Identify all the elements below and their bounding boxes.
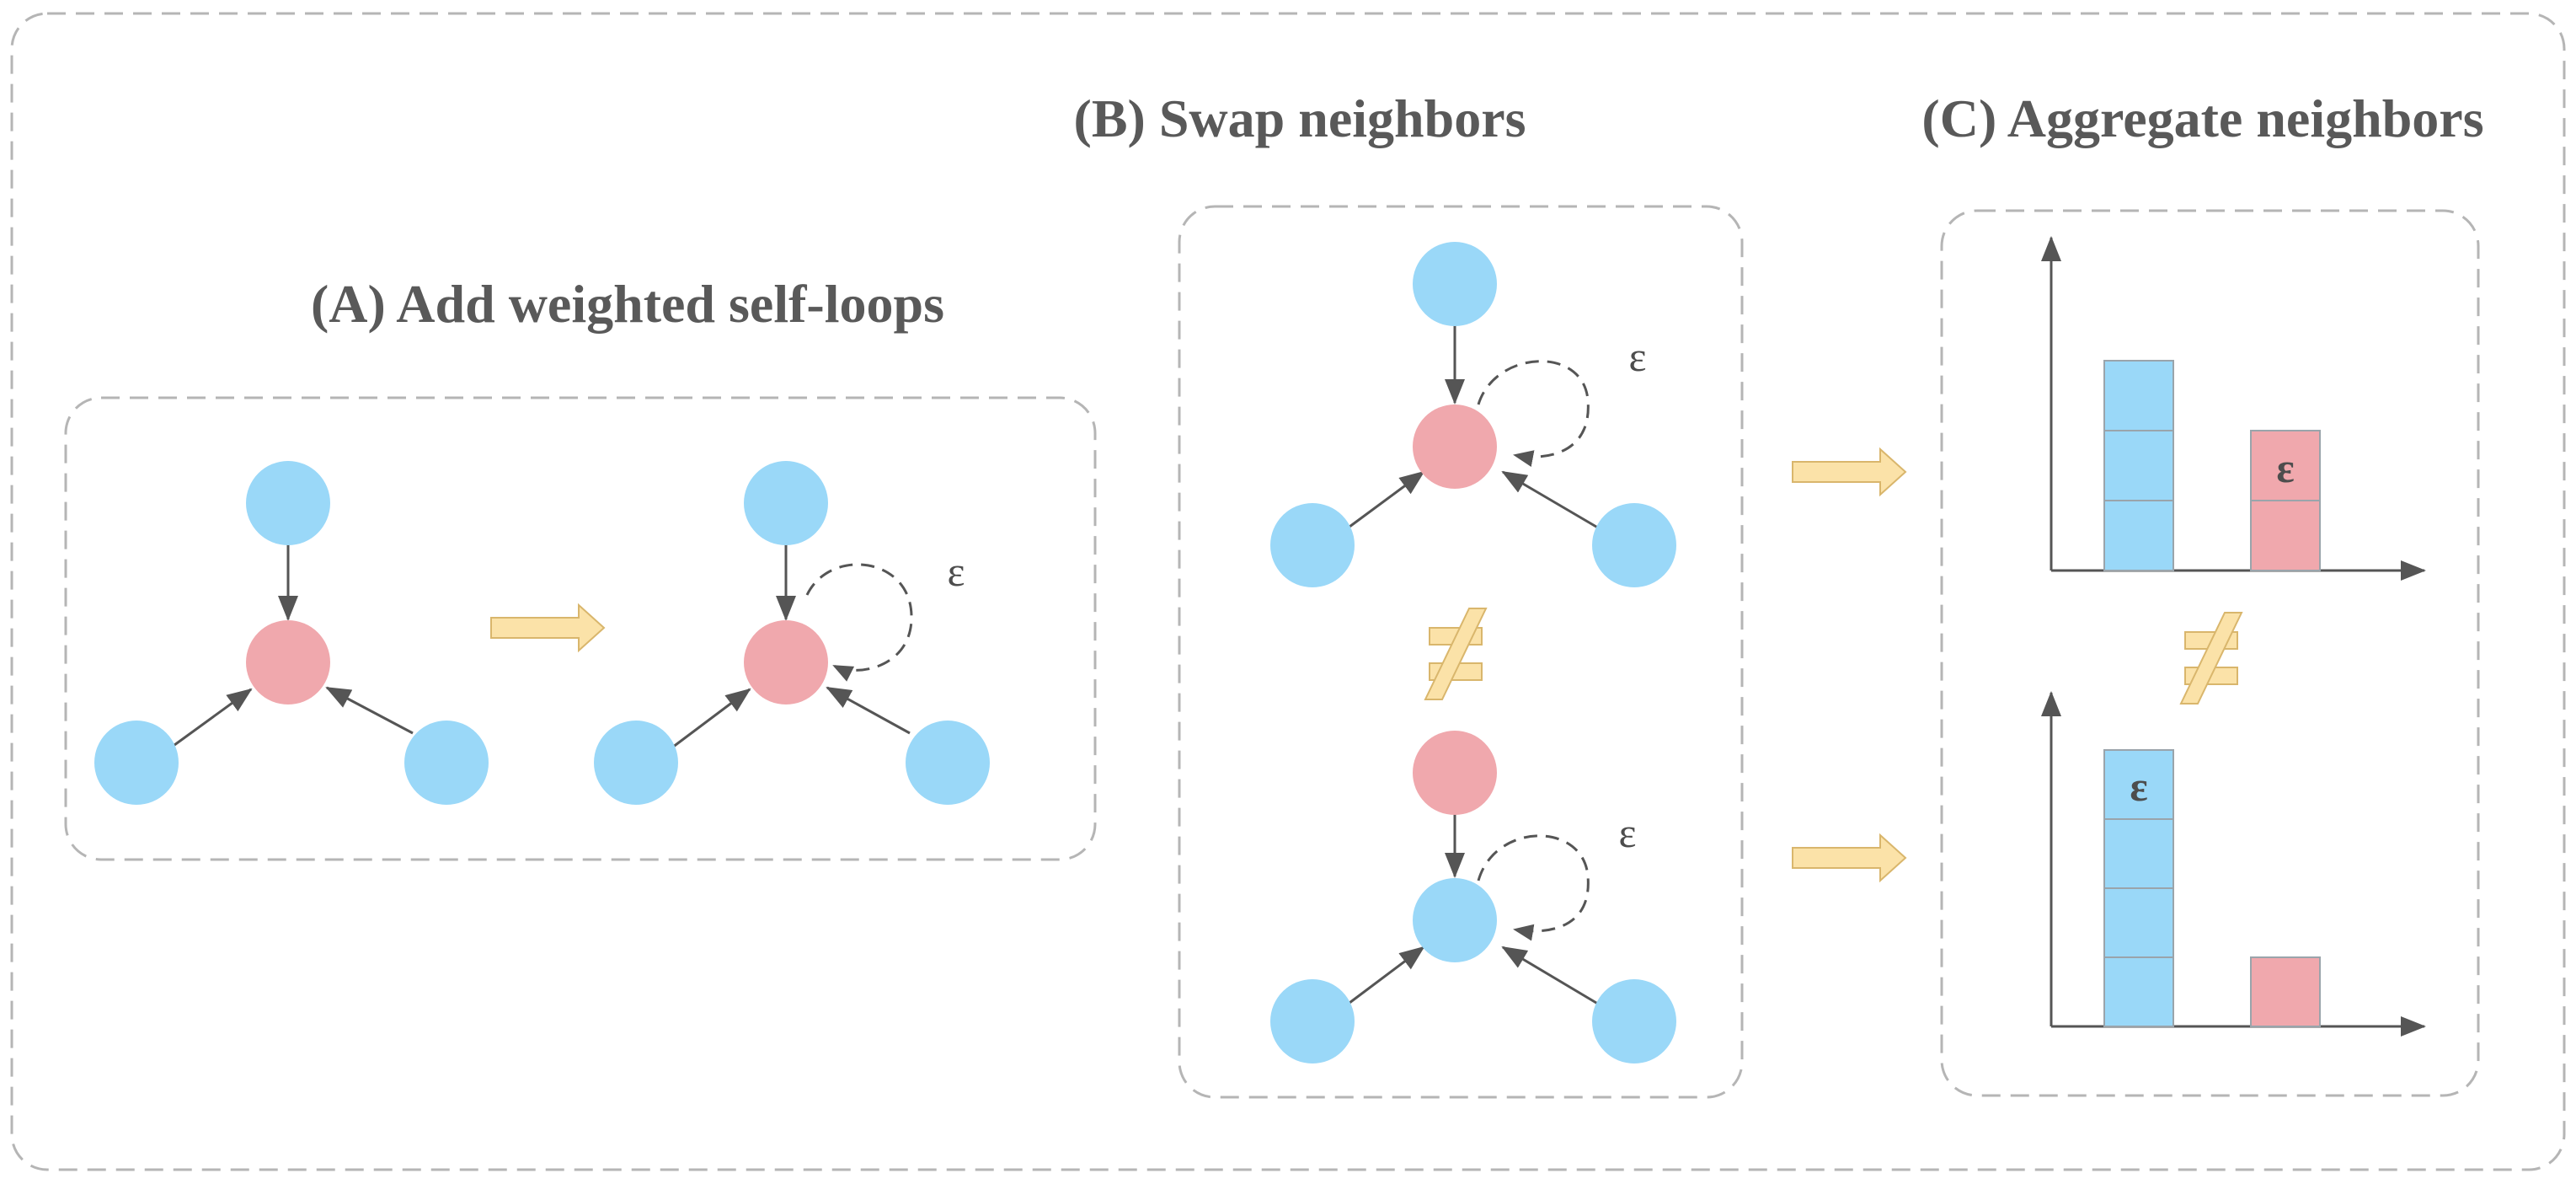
center-node xyxy=(1413,404,1497,489)
neighbor-node xyxy=(1270,503,1355,587)
neighbor-node xyxy=(1413,731,1497,815)
not-equal-icon xyxy=(2179,612,2243,705)
panel-b: (B) Swap neighbors ε xyxy=(1074,88,1744,1099)
graph-a-before xyxy=(94,461,489,805)
panel-a-frame xyxy=(64,396,1097,861)
panel-c: (C) Aggregate neighbors ε xyxy=(1921,88,2484,1097)
epsilon-label: ε xyxy=(948,548,965,595)
neighbor-node xyxy=(246,461,330,545)
not-equal-icon xyxy=(1424,608,1488,700)
edge xyxy=(1345,946,1425,1007)
outer-frame xyxy=(10,12,2566,1171)
histogram-bottom: ε xyxy=(2041,691,2426,1037)
neighbor-node xyxy=(1592,979,1676,1063)
neighbor-node xyxy=(594,721,678,805)
neighbor-node xyxy=(1413,242,1497,326)
neighbor-node xyxy=(744,461,828,545)
panel-a: (A) Add weighted self-loops ε xyxy=(64,274,1097,861)
epsilon-label: ε xyxy=(1619,809,1637,856)
self-loop xyxy=(805,563,913,682)
histogram-top: ε xyxy=(2041,236,2426,581)
block-arrow-icon xyxy=(1792,833,1907,883)
center-node xyxy=(1413,878,1497,962)
graph-b-bottom: ε xyxy=(1270,731,1676,1063)
self-loop xyxy=(1477,834,1590,941)
panel-c-title: (C) Aggregate neighbors xyxy=(1921,88,2483,148)
block-arrow-icon xyxy=(490,603,606,653)
histogram-block xyxy=(2103,430,2174,501)
histogram-block xyxy=(2103,956,2174,1027)
neighbor-node xyxy=(1270,979,1355,1063)
self-loop xyxy=(1477,360,1590,467)
edge xyxy=(325,686,414,735)
epsilon-label: ε xyxy=(2276,444,2294,491)
panel-b-frame xyxy=(1178,205,1744,1099)
histogram-block xyxy=(2250,956,2321,1027)
epsilon-label: ε xyxy=(1629,333,1647,380)
center-node xyxy=(744,620,828,705)
graph-a-after: ε xyxy=(594,461,990,805)
graph-b-top: ε xyxy=(1270,242,1676,587)
histogram-block xyxy=(2103,818,2174,889)
histogram-block xyxy=(2103,360,2174,431)
histogram-block xyxy=(2103,500,2174,571)
epsilon-label: ε xyxy=(2130,763,2147,810)
histogram-block xyxy=(2250,500,2321,571)
block-arrow-icon xyxy=(1792,447,1907,497)
edge xyxy=(170,688,253,749)
neighbor-node xyxy=(94,721,179,805)
edge xyxy=(1501,470,1601,531)
histogram-block xyxy=(2103,887,2174,958)
center-node xyxy=(246,620,330,705)
panel-c-frame xyxy=(1940,209,2480,1097)
panel-a-title: (A) Add weighted self-loops xyxy=(311,274,944,334)
edge xyxy=(826,686,911,735)
edge xyxy=(671,688,751,749)
neighbor-node xyxy=(1592,503,1676,587)
edge xyxy=(1345,470,1425,531)
panel-b-title: (B) Swap neighbors xyxy=(1074,88,1526,148)
neighbor-node xyxy=(404,721,489,805)
edge xyxy=(1501,946,1601,1007)
histogram-block xyxy=(2103,749,2174,820)
neighbor-node xyxy=(906,721,990,805)
